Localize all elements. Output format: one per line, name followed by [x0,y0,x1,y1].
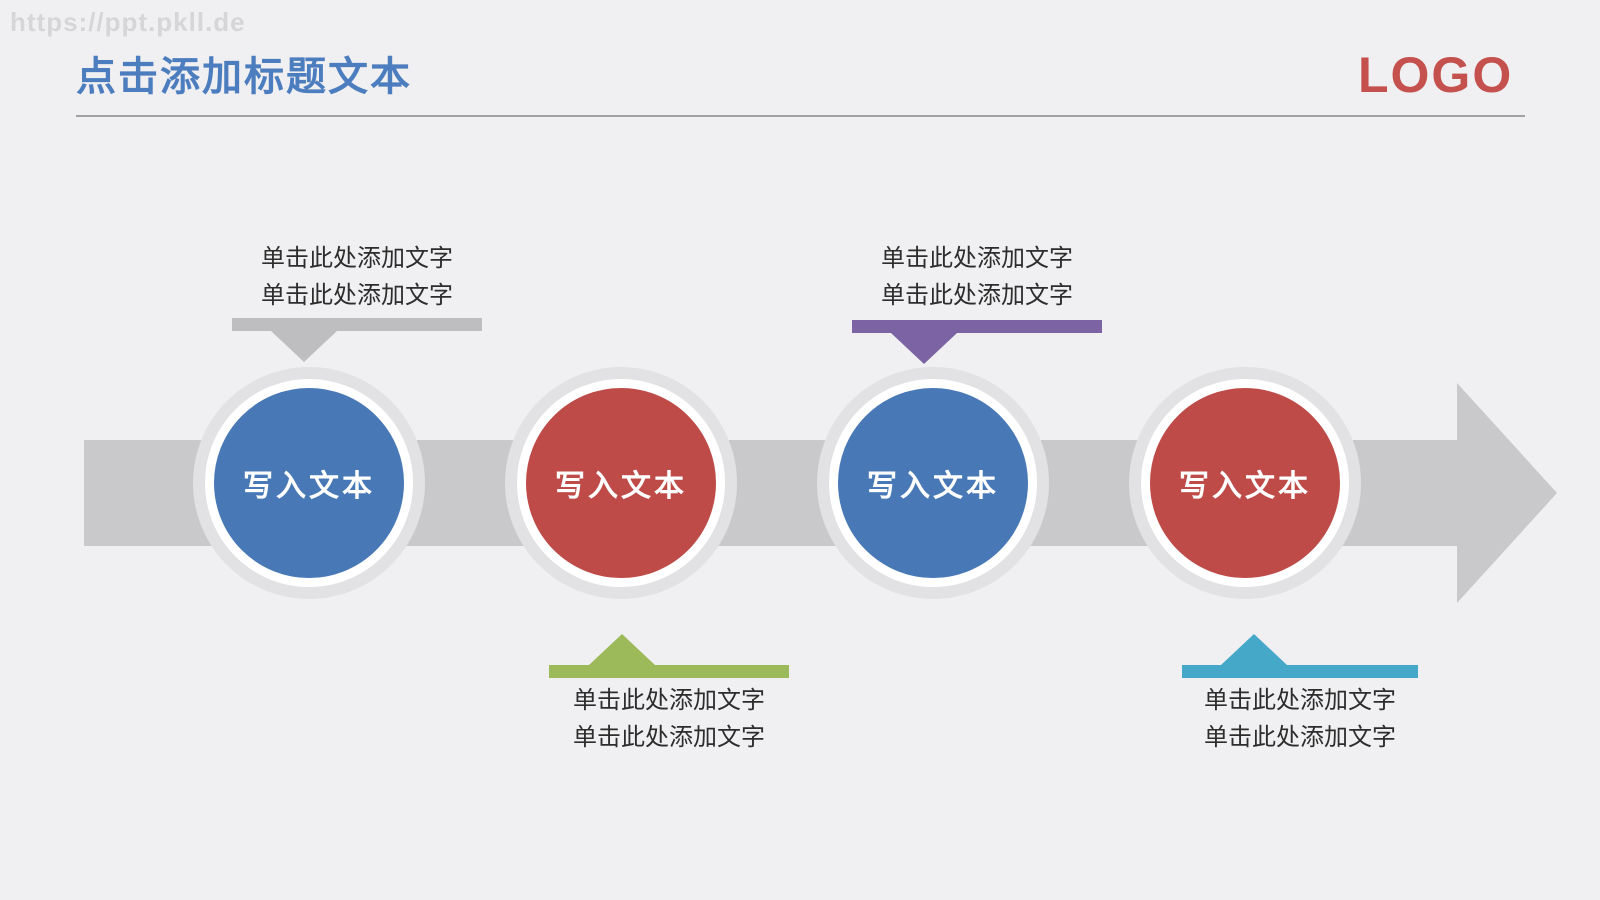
callout-line: 单击此处添加文字 [881,282,1073,309]
step-1-callout-pointer-icon [271,331,337,362]
step-1-callout-bar [232,318,482,331]
step-1-label-placeholder[interactable]: 写入文本 [243,470,375,503]
step-2-callout-text[interactable]: 单击此处添加文字 单击此处添加文字 [549,682,789,756]
step-2-label-placeholder[interactable]: 写入文本 [555,470,687,503]
timeline-arrow-head-icon [1457,383,1557,603]
step-4-label-placeholder[interactable]: 写入文本 [1179,470,1311,503]
slide-title-placeholder[interactable]: 点击添加标题文本 [76,55,412,99]
logo-text: LOGO [1358,47,1514,103]
step-3-callout-text[interactable]: 单击此处添加文字 单击此处添加文字 [852,240,1102,314]
step-1-callout-text[interactable]: 单击此处添加文字 单击此处添加文字 [232,240,482,314]
step-2-callout-pointer-icon [589,634,655,665]
callout-line: 单击此处添加文字 [573,687,765,714]
step-4-circle: 写入文本 [1141,379,1349,587]
step-3-circle: 写入文本 [829,379,1037,587]
step-2-circle: 写入文本 [517,379,725,587]
callout-line: 单击此处添加文字 [573,724,765,751]
callout-line: 单击此处添加文字 [261,282,453,309]
step-2-callout-bar [549,665,789,678]
callout-line: 单击此处添加文字 [1204,724,1396,751]
step-4-callout-text[interactable]: 单击此处添加文字 单击此处添加文字 [1182,682,1418,756]
step-4-callout-bar [1182,665,1418,678]
watermark-url: https://ppt.pkll.de [10,7,246,37]
step-4-callout-pointer-icon [1221,634,1287,665]
callout-line: 单击此处添加文字 [881,245,1073,272]
callout-line: 单击此处添加文字 [261,245,453,272]
step-3-callout-pointer-icon [891,333,957,364]
step-3-callout-bar [852,320,1102,333]
step-1-circle: 写入文本 [205,379,413,587]
title-divider-line [76,115,1525,117]
callout-line: 单击此处添加文字 [1204,687,1396,714]
step-3-label-placeholder[interactable]: 写入文本 [867,470,999,503]
